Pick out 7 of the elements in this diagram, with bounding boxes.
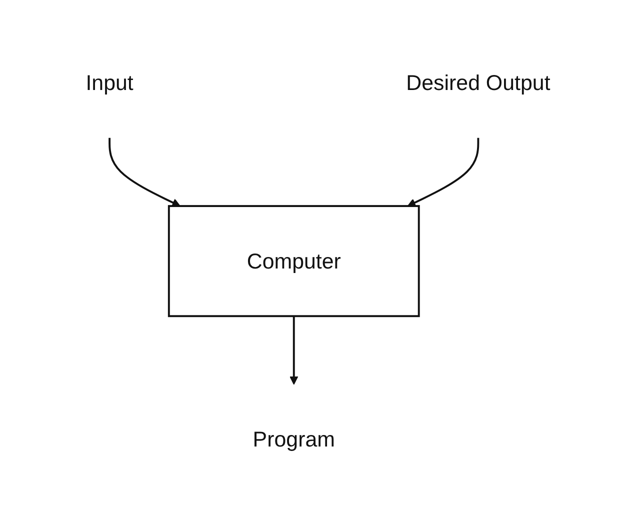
arrow xyxy=(407,138,480,207)
node-box: Computer xyxy=(168,205,420,318)
node-text: Desired Output xyxy=(406,71,550,96)
arrow xyxy=(108,138,180,207)
arrow xyxy=(290,316,298,386)
node-text: Program xyxy=(252,428,335,452)
node-text: Input xyxy=(86,71,134,96)
